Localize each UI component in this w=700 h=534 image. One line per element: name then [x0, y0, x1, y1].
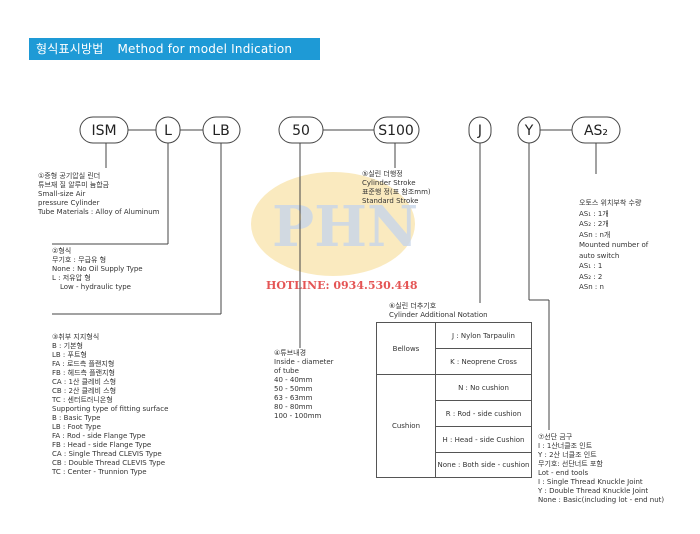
switch-description: 오토스 위치부착 수량 AS₁ : 1개 AS₂ : 2개 ASn : n개 M…: [579, 199, 649, 291]
section-header: 형식표시방법 Method for model Indication: [29, 38, 320, 60]
cushion-label: Cushion: [376, 374, 436, 478]
header-title-en: Method for model Indication: [117, 42, 293, 56]
ism-description: ①증형 공기압실 린더 튜브재 질 알루미 늄합금 Small-size Air…: [38, 172, 160, 216]
code-pill-s100: [373, 116, 420, 144]
watermark-hotline: HOTLINE: 0934.530.448: [266, 279, 418, 292]
code-text-as: AS₂: [584, 123, 608, 139]
tip-description: ⑦선단 금구 I : 1산너클조 인트 Y : 2산 너클조 인트 무기호: 선…: [538, 433, 665, 504]
type-description: ②형식 무기호 : 무급유 형 None : No Oil Supply Typ…: [52, 247, 143, 291]
additional-notation-table: Bellows J : Nylon Tarpaulin K : Neoprene…: [376, 322, 532, 478]
code-pill-50: [278, 116, 324, 144]
code-pill-j: [468, 116, 492, 144]
code-text-s100: S100: [378, 123, 414, 139]
cushion-item-r: R : Rod - side cushion: [435, 400, 532, 427]
cushion-item-h: H : Head - side Cushion: [435, 426, 532, 453]
code-text-ism: ISM: [91, 123, 116, 139]
header-title-kr: 형식표시방법: [36, 42, 104, 56]
bellows-item-j: J : Nylon Tarpaulin: [435, 322, 532, 349]
code-text-j: J: [477, 123, 482, 139]
code-pill-l: [155, 116, 181, 144]
cushion-item-n: N : No cushion: [435, 374, 532, 401]
notation-title: ⑥실린 더추기호 Cylinder Additional Notation: [389, 302, 488, 319]
code-pill-y: [517, 116, 541, 144]
code-text-y: Y: [524, 123, 534, 139]
bellows-item-k: K : Neoprene Cross: [435, 348, 532, 375]
watermark-logo-text: PHN: [272, 194, 418, 260]
code-text-lb: LB: [212, 123, 229, 139]
bellows-label: Bellows: [376, 322, 436, 375]
code-text-50: 50: [292, 123, 310, 139]
code-text-l: L: [164, 123, 172, 139]
cushion-item-none: None : Both side - cushion: [435, 452, 532, 478]
bore-description: ④튜브내경 Inside - diameter of tube 40 - 40m…: [274, 349, 334, 420]
mounting-description: ③취부 지지형식 B : 기본형 LB : 푸트형 FA : 로드측 플랜지형 …: [52, 333, 169, 476]
code-pill-lb: [202, 116, 241, 144]
code-pill-as: [571, 116, 621, 144]
watermark-ellipse: [251, 172, 415, 276]
code-pill-ism: [79, 116, 129, 144]
stroke-description: ⑤실린 더행정 Cylinder Stroke 표준행 정(표 참조mm) St…: [362, 170, 431, 205]
